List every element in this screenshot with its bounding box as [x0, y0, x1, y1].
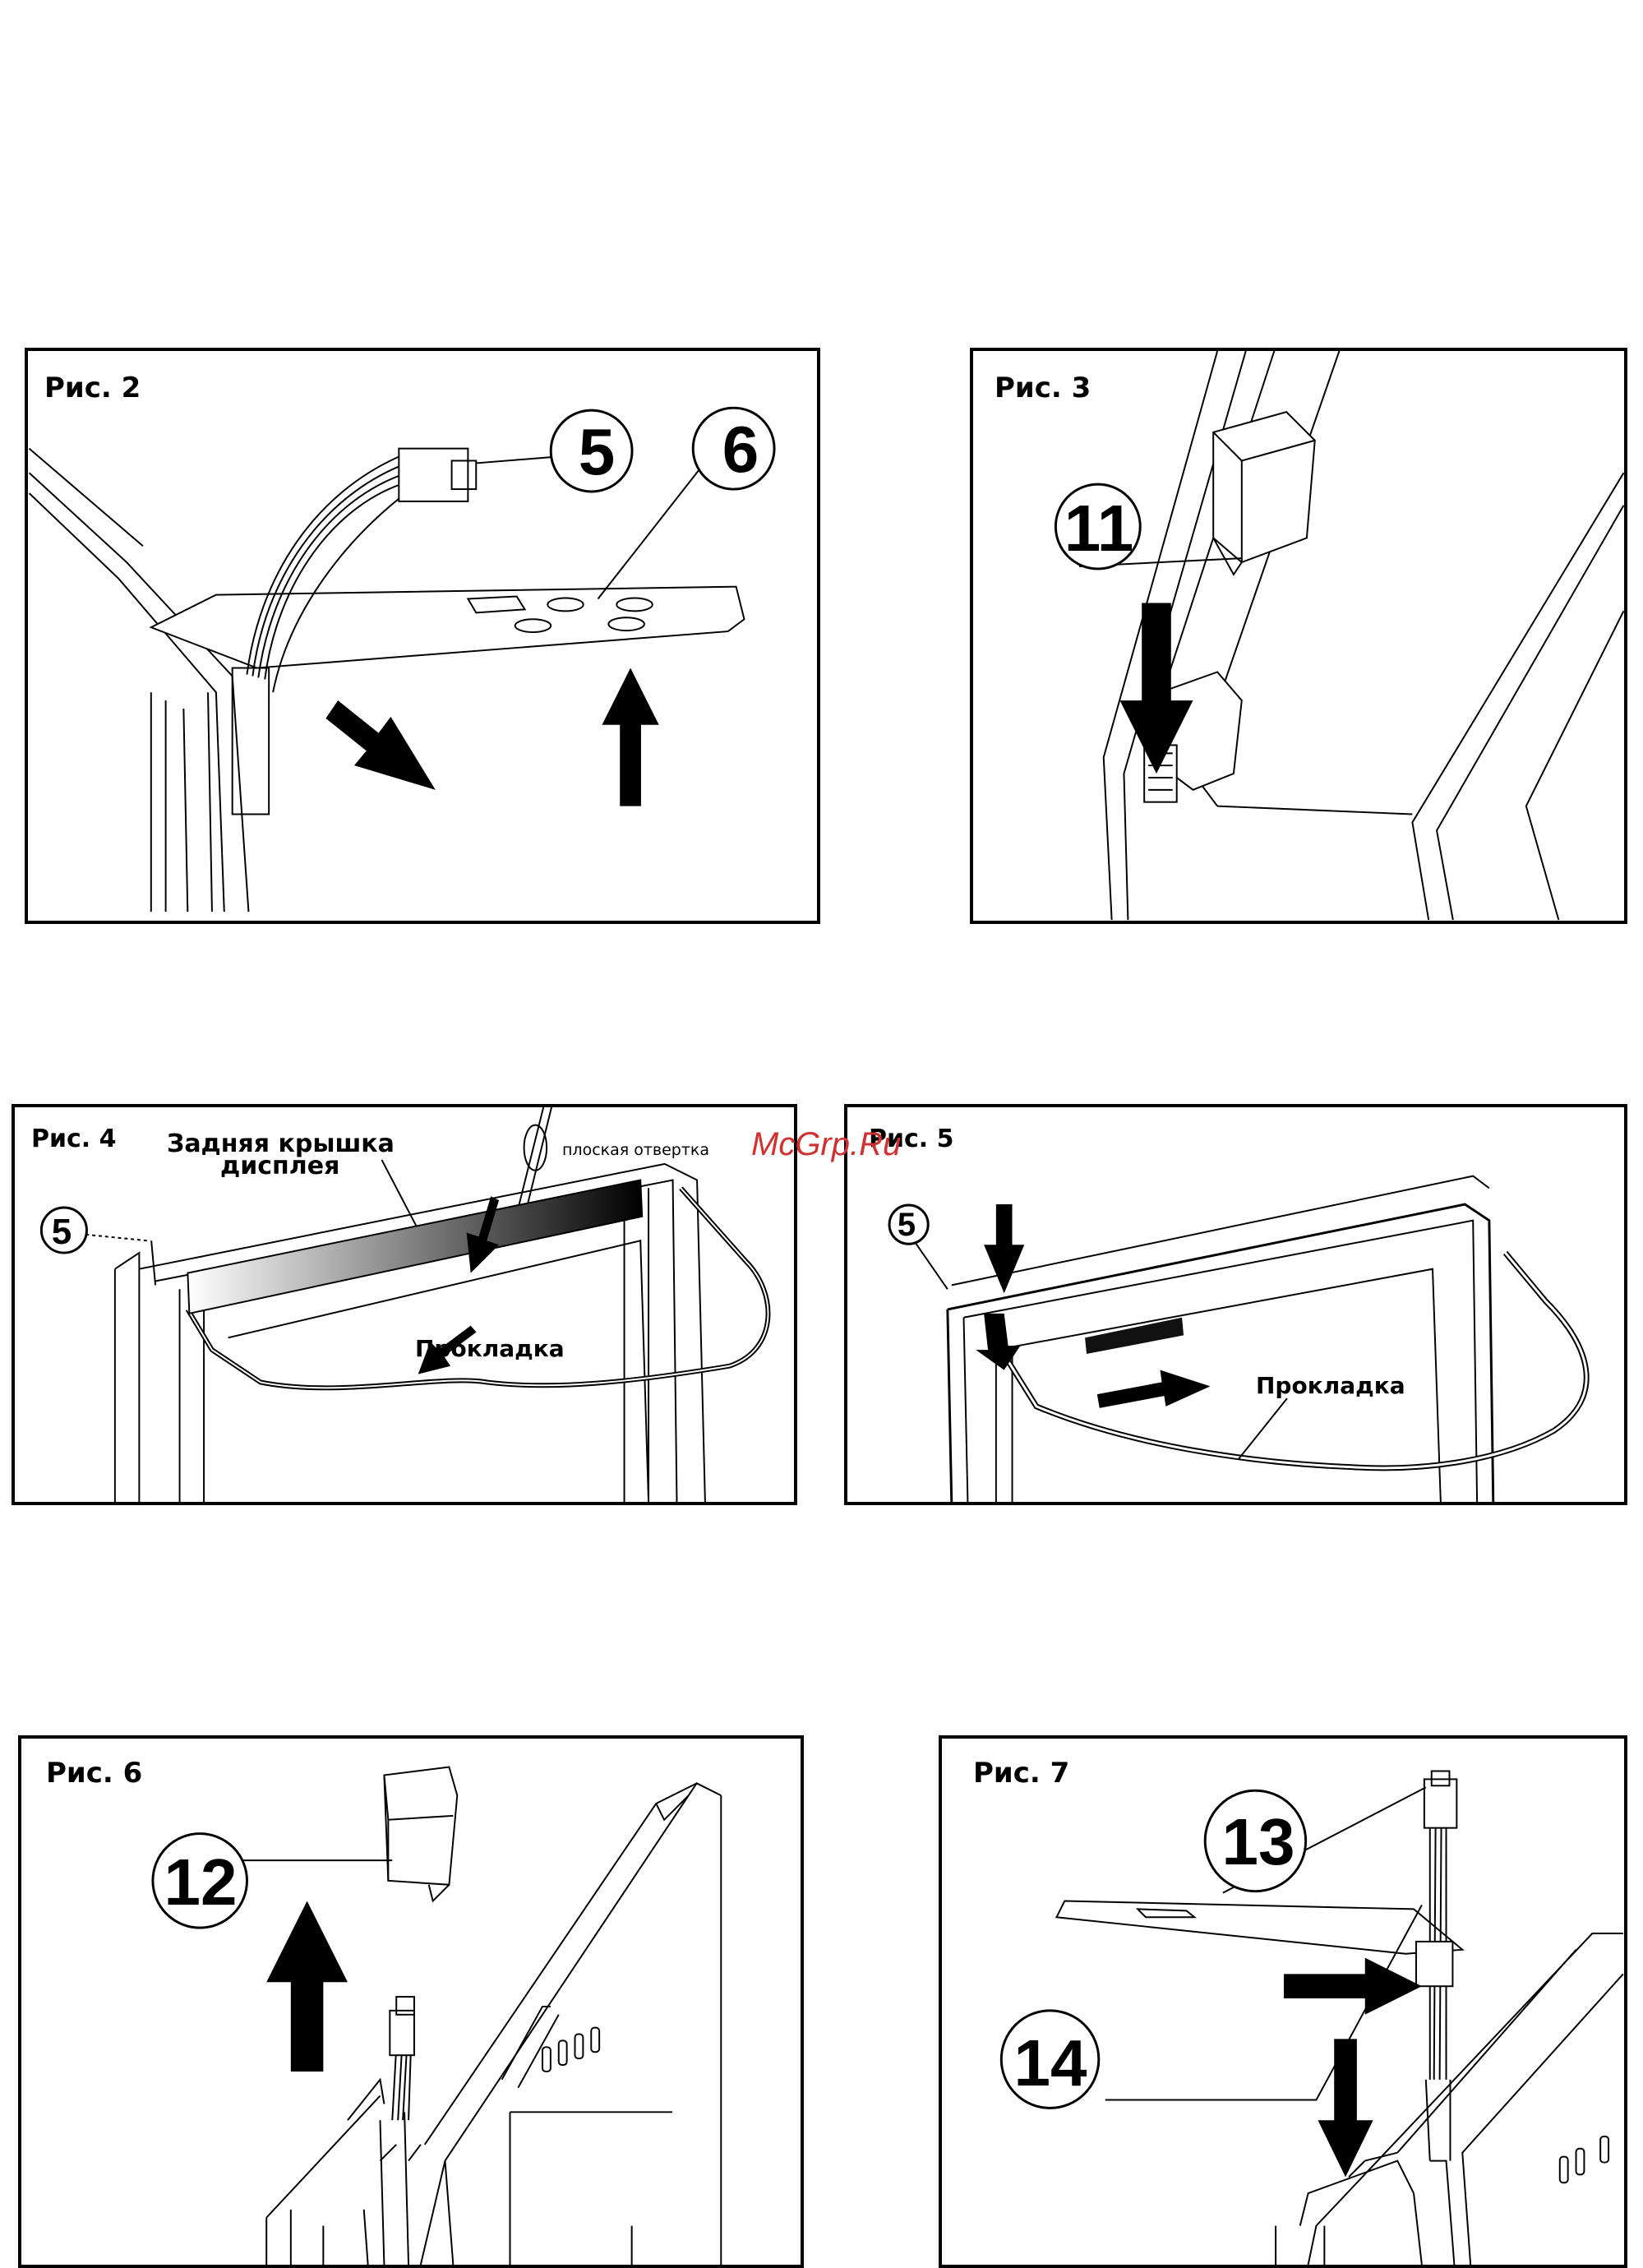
- gasket-label: Прокладка: [415, 1337, 565, 1360]
- figure-3: Рис. 3 11: [970, 348, 1627, 924]
- figure-7: Рис. 7 13 14: [939, 1735, 1627, 2268]
- figure-3-drawing: [973, 351, 1624, 921]
- figure-5-drawing: [847, 1107, 1624, 1502]
- figure-6-label: Рис. 6: [46, 1759, 142, 1787]
- callout-14: 14: [997, 2030, 1104, 2096]
- figure-2-label: Рис. 2: [44, 374, 141, 402]
- figure-4-label: Рис. 4: [31, 1127, 117, 1152]
- figure-2-drawing: [28, 351, 817, 921]
- callout-13: 13: [1205, 1809, 1312, 1875]
- callout-5: 5: [890, 1208, 923, 1241]
- callout-12: 12: [150, 1850, 252, 1915]
- rear-cover-label-line2: дисплея: [220, 1154, 339, 1179]
- callout-5: 5: [45, 1214, 78, 1250]
- screwdriver-label: плоская отвертка: [562, 1143, 709, 1158]
- figure-4: Рис. 4 Задняя крышка дисплея плоская отв…: [12, 1104, 797, 1505]
- figure-2: Рис. 2 5 6: [25, 348, 820, 924]
- watermark: McGrp.Ru: [751, 1128, 901, 1161]
- callout-11: 11: [1050, 496, 1148, 561]
- figure-3-label: Рис. 3: [995, 374, 1091, 402]
- callout-6: 6: [699, 417, 782, 483]
- gasket-label: Прокладка: [1256, 1374, 1405, 1397]
- figure-4-drawing: [15, 1107, 794, 1502]
- callout-5: 5: [556, 419, 638, 485]
- figure-6: Рис. 6 12: [18, 1735, 804, 2268]
- figure-6-drawing: [21, 1739, 801, 2265]
- figure-5: Рис. 5 Прокладка 5: [844, 1104, 1627, 1505]
- figure-7-label: Рис. 7: [973, 1759, 1069, 1787]
